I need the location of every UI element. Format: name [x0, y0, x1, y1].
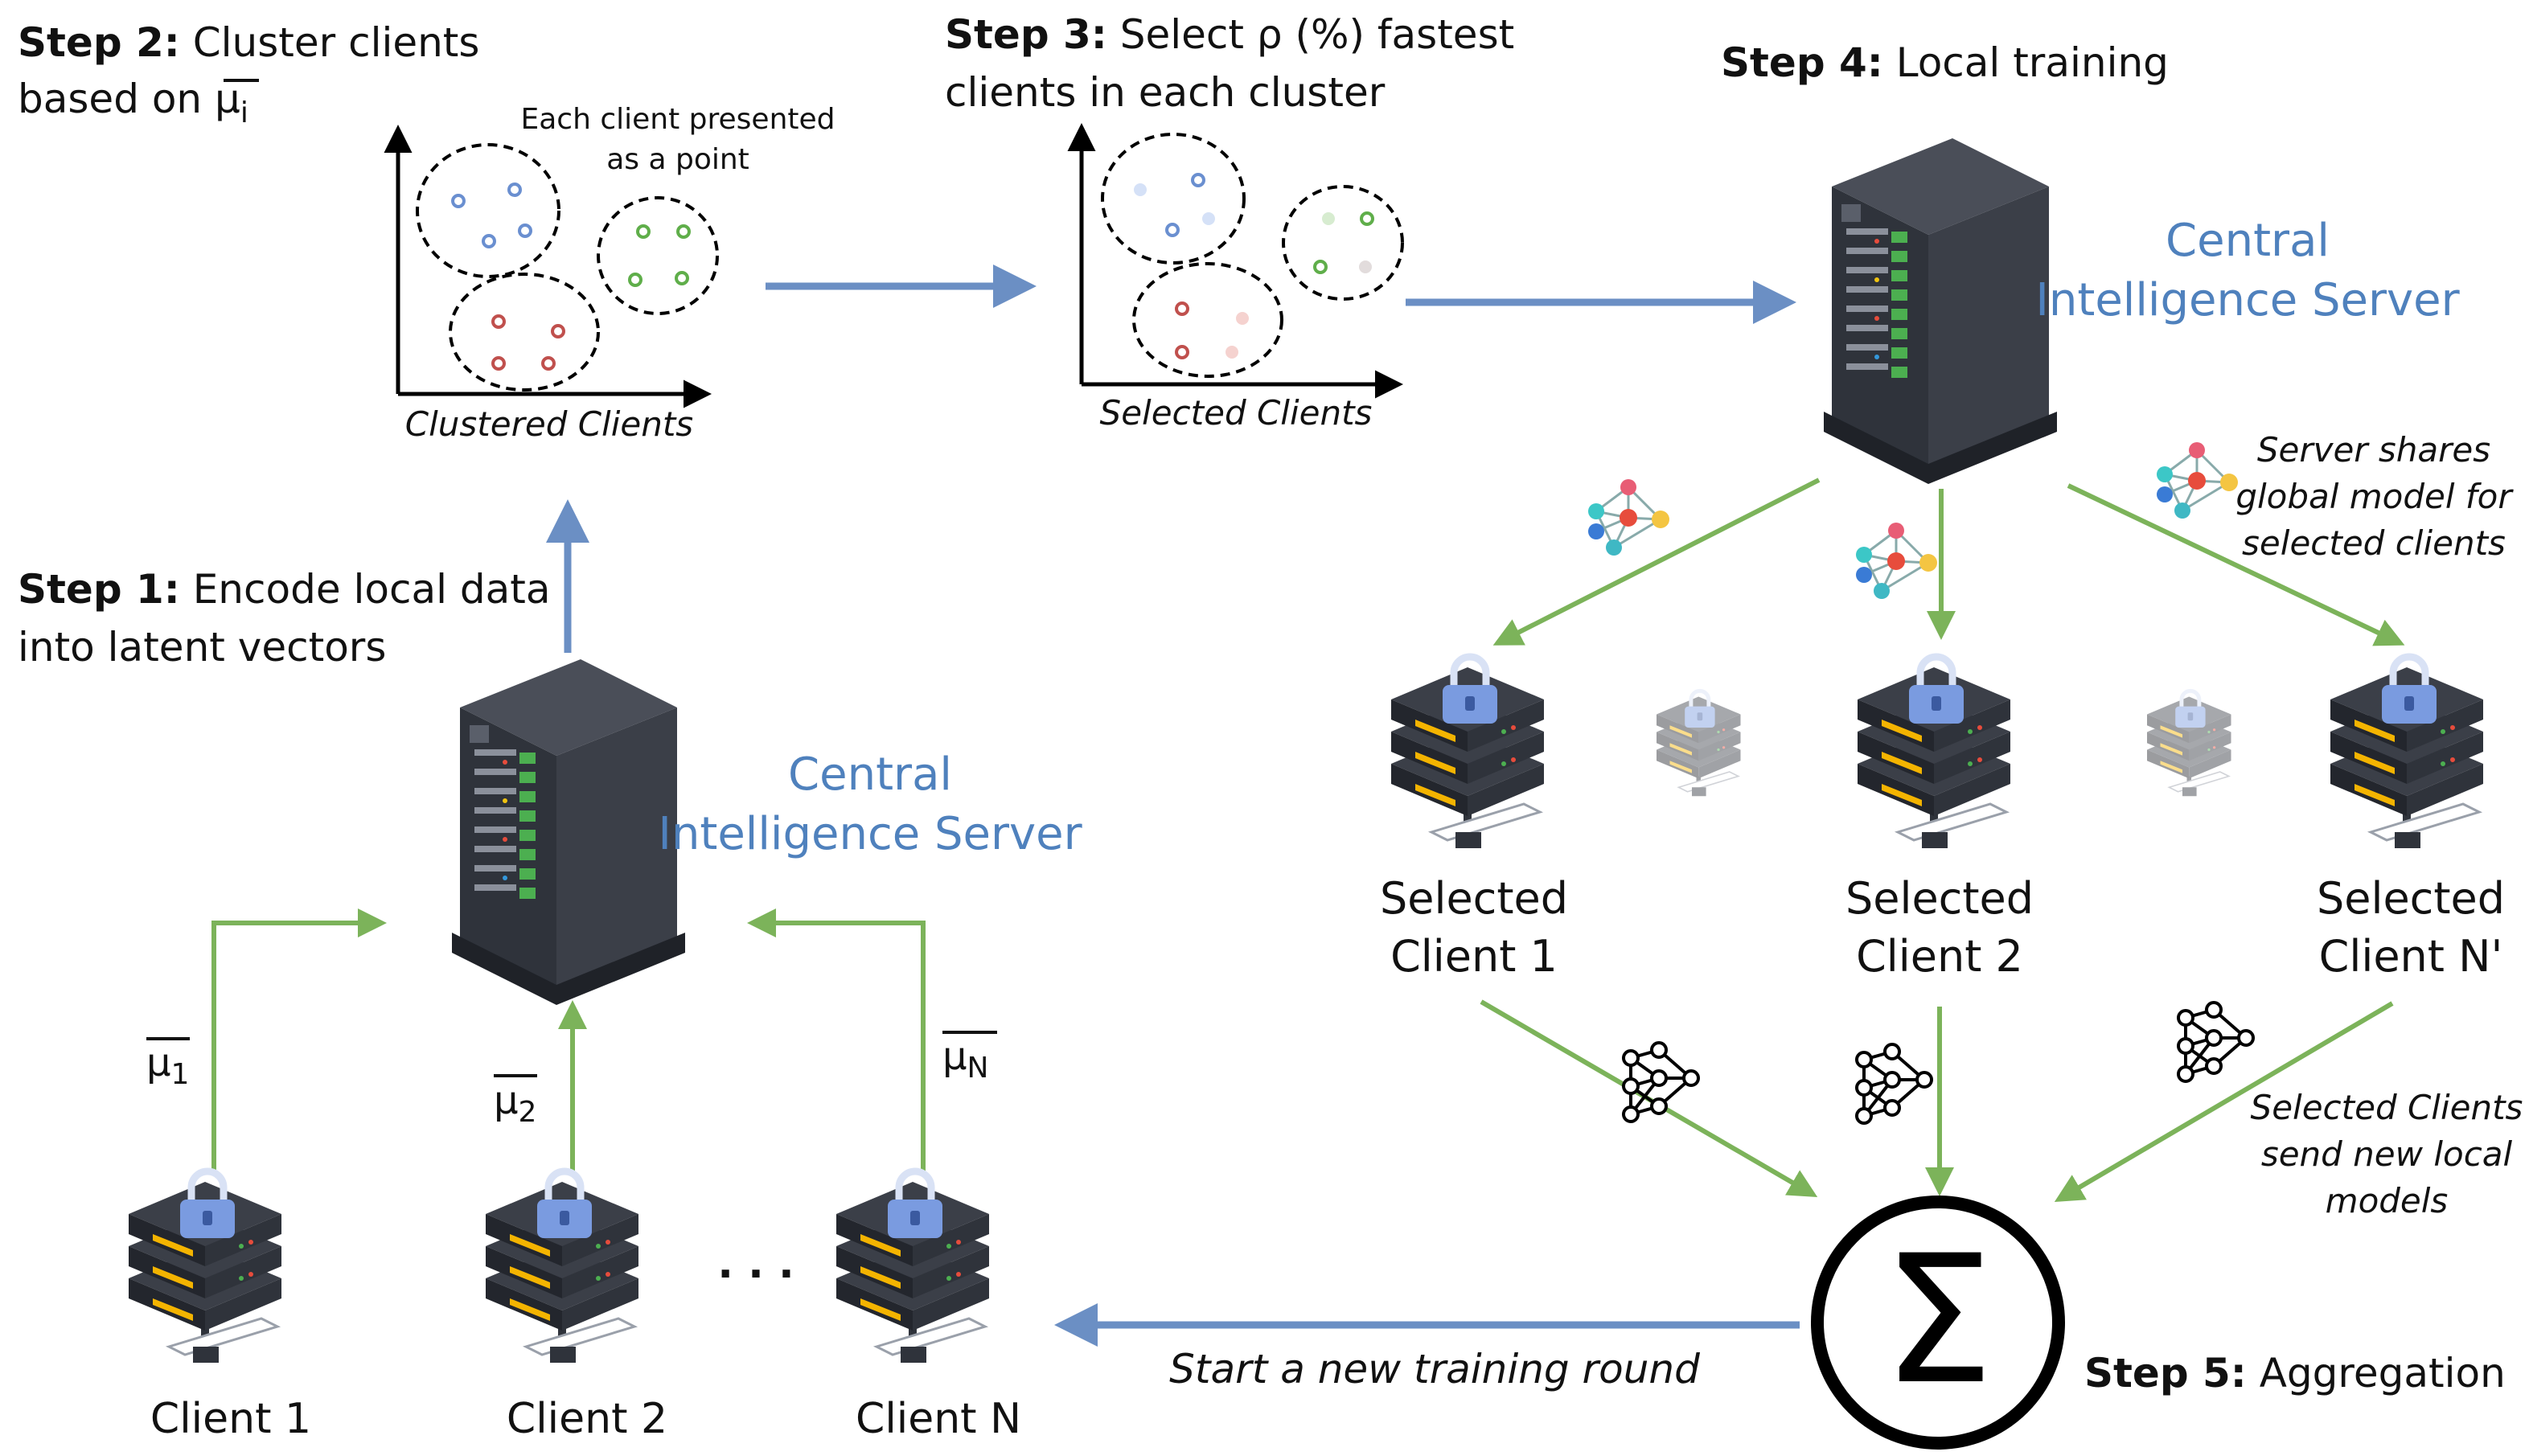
share-annotation-line2: global model for — [2235, 477, 2514, 516]
client-point — [1322, 212, 1335, 225]
mu1-label: μ1 — [146, 1040, 189, 1091]
send-annotation-line2: send new local — [2261, 1134, 2513, 1174]
client-1-server — [129, 1171, 281, 1363]
client-point — [1202, 212, 1215, 225]
client-point — [1236, 312, 1249, 325]
cluster-green — [597, 196, 719, 315]
cluster-note: Each client presented — [520, 103, 835, 136]
aggregation-node — [1811, 1196, 2065, 1450]
clients-ellipsis: · · · — [717, 1250, 794, 1298]
selected-plot: Selected Clients — [1067, 123, 1404, 433]
client-1-label: Client 1 — [150, 1395, 311, 1443]
selected-client-2-label-line2: Client 2 — [1856, 931, 2023, 982]
client-point — [636, 224, 651, 239]
cluster-red — [449, 273, 600, 392]
step3-heading: Step 3: Select ρ (%) fastest — [945, 11, 1514, 58]
client-2-label: Client 2 — [507, 1395, 667, 1443]
client-point — [1165, 223, 1180, 237]
client-point — [1134, 183, 1147, 196]
client-point — [1175, 345, 1189, 359]
cluster-note-line2: as a point — [606, 143, 749, 176]
muN-label: μN — [942, 1034, 988, 1085]
selected-client-N-label: Selected — [2317, 873, 2505, 924]
client-point — [1359, 260, 1372, 273]
client-point — [491, 314, 506, 329]
client-point — [541, 356, 556, 371]
client-point — [451, 194, 466, 208]
sigma-icon: Σ — [1882, 1217, 1993, 1423]
new-round-label: Start a new training round — [1169, 1346, 1700, 1392]
cluster-plot: Each client presented as a point Cluster… — [384, 103, 835, 444]
mu2-label: μ2 — [494, 1078, 536, 1129]
client-point — [518, 224, 532, 238]
selected-client-N-label-line2: Client N' — [2319, 931, 2503, 982]
selected-client-1-label: Selected — [1380, 873, 1568, 924]
arrow-client1-to-server — [211, 908, 387, 1175]
server-label-bottom: Central — [788, 749, 952, 801]
share-annotation-line3: selected clients — [2242, 523, 2506, 563]
client-N-server — [836, 1171, 989, 1363]
global-model-icon — [1854, 521, 1939, 601]
client-point — [1225, 346, 1238, 359]
selected-cluster-red — [1132, 262, 1283, 378]
selected-x-label: Selected Clients — [1100, 393, 1373, 433]
client-point — [1191, 173, 1205, 187]
server-label-top: Central — [2166, 215, 2330, 267]
selected-client-1-label-line2: Client 1 — [1390, 931, 1558, 982]
send-annotation-line3: models — [2326, 1181, 2449, 1220]
step3-heading-line2: clients in each cluster — [945, 69, 1386, 116]
local-model-icon — [1855, 1043, 1933, 1125]
unselected-client-server — [2147, 691, 2231, 796]
client-N-label: Client N — [856, 1395, 1021, 1443]
client-point — [675, 271, 689, 285]
step1-heading-line2: into latent vectors — [18, 624, 386, 671]
arrow-server-to-selected1 — [1492, 478, 1821, 646]
server-label-top-line2: Intelligence Server — [2035, 274, 2460, 326]
selected-client-N-server — [2330, 657, 2483, 848]
arrow-clientN-to-server — [747, 908, 926, 1175]
selected-client-2-server — [1858, 657, 2010, 848]
client-point — [1360, 211, 1374, 226]
selected-client-1-server — [1391, 657, 1544, 848]
client-point — [482, 234, 496, 248]
cluster-x-label: Clustered Clients — [405, 404, 693, 444]
selected-client-2-label: Selected — [1845, 873, 2034, 924]
local-model-icon — [2177, 1001, 2255, 1083]
step4-heading: Step 4: Local training — [1721, 39, 2169, 86]
selected-cluster-blue — [1101, 133, 1246, 265]
selected-cluster-green — [1282, 185, 1404, 301]
client-point — [1175, 301, 1189, 316]
step2-heading: Step 2: Cluster clients — [18, 19, 479, 66]
local-model-icon — [1622, 1041, 1700, 1123]
client-point — [1313, 260, 1328, 274]
cluster-blue — [416, 143, 560, 278]
send-annotation: Selected Clients — [2251, 1088, 2523, 1127]
unselected-client-server — [1657, 691, 1741, 796]
client-point — [491, 356, 506, 371]
global-model-icon — [1587, 478, 1671, 557]
step1-heading: Step 1: Encode local data — [18, 566, 551, 613]
step5-heading: Step 5: Aggregation — [2084, 1350, 2506, 1397]
arrow-server-to-selectedN — [2067, 483, 2405, 646]
step2-heading-line2: based on μi — [18, 76, 248, 129]
global-model-icon — [2155, 441, 2240, 520]
client-2-server — [486, 1171, 638, 1363]
central-server-top — [1824, 138, 2057, 484]
client-point — [551, 324, 565, 338]
share-annotation: Server shares — [2257, 430, 2490, 470]
client-point — [628, 273, 643, 287]
client-point — [507, 183, 522, 197]
central-server-bottom — [452, 659, 685, 1005]
arrow-selectedN-to-aggregate — [2054, 1001, 2394, 1203]
server-label-bottom-line2: Intelligence Server — [658, 808, 1082, 860]
client-point — [676, 224, 691, 239]
